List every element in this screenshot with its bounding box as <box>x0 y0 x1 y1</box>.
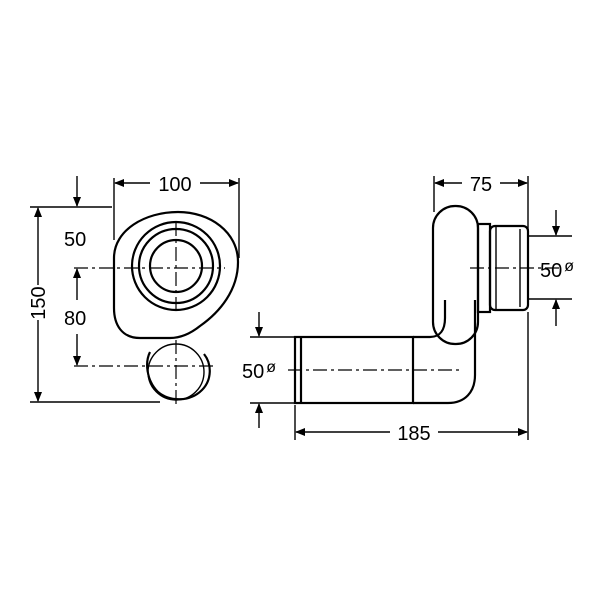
side-dim-inlet-value: 50 <box>242 361 264 383</box>
front-dim-center-label: 80 <box>64 308 86 330</box>
side-dim-outlet-value: 50 <box>540 260 562 282</box>
side-elbow <box>413 300 477 405</box>
side-dim-depth-label: 75 <box>470 174 492 196</box>
front-view: 100 150 50 80 <box>28 174 240 404</box>
side-dim-length-label: 185 <box>397 423 430 445</box>
side-dim-outlet-diameter-symbol: ø <box>564 258 574 275</box>
front-body-outline <box>112 210 240 340</box>
front-dim-width-label: 100 <box>158 174 191 196</box>
front-dim-diameter-label: 50 <box>64 229 86 251</box>
front-dim-height-label: 150 <box>28 286 50 319</box>
side-dim-inlet-diameter-symbol: ø <box>266 359 276 376</box>
side-housing <box>431 204 480 346</box>
